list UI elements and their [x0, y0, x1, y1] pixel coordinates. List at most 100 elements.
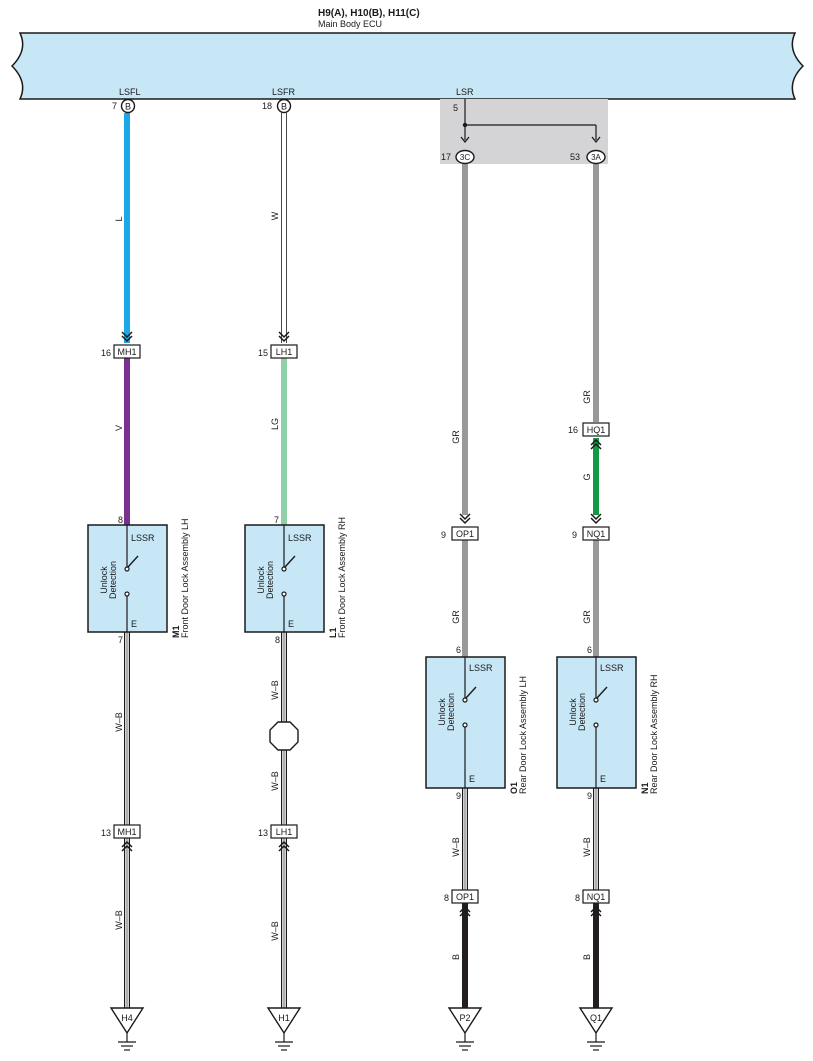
ground-h4: H4: [109, 1007, 145, 1051]
wire-label-b-c4: B: [582, 954, 592, 960]
junction-pin-3c: [455, 149, 475, 165]
ground-h1: H1: [266, 1007, 302, 1051]
ground-p2: P2: [447, 1007, 483, 1051]
ground-p2-label: P2: [459, 1013, 470, 1023]
ground-h1-label: H1: [278, 1013, 290, 1023]
mh1-top-label: MH1: [117, 347, 136, 357]
ecu-connectors-title: H9(A), H10(B), H11(C): [318, 8, 420, 19]
m1-switch-label-2: Detection: [108, 561, 118, 599]
nq1-low-label: NQ1: [587, 892, 606, 902]
junction-3c-label: 3C: [460, 153, 470, 162]
wire-label-wb-c1a: W–B: [114, 712, 124, 732]
o1-pin-bottom: 9: [456, 791, 461, 801]
m1-terminal-out: E: [131, 619, 137, 629]
wire-label-gr-c4a: GR: [582, 390, 592, 404]
connector-lh1-top: [270, 344, 298, 359]
terminal-lsfr-label: LSFR: [272, 87, 296, 97]
n1-terminal-out: E: [600, 774, 606, 784]
module-n1: 6 LSSR E 9 Unlock Detection N1 Rear Door…: [556, 645, 659, 801]
lsfr-pin-number: 18: [262, 101, 272, 111]
lh1-low-pin: 13: [258, 828, 268, 838]
wire-label-wb-c2c: W–B: [270, 921, 280, 941]
m1-pin-top: 8: [118, 515, 123, 525]
n1-switch-label-2: Detection: [577, 693, 587, 731]
m1-switch: [127, 555, 139, 568]
ecu-pin-lsfl: [120, 98, 136, 114]
mh1-low-label: MH1: [117, 827, 136, 837]
hq1-label: HQ1: [587, 425, 606, 435]
mh1-top-pin: 16: [101, 348, 111, 358]
wire-label-v: V: [114, 425, 124, 431]
o1-pin-top: 6: [456, 645, 461, 655]
ground-h4-label: H4: [121, 1013, 133, 1023]
m1-id: M1: [171, 625, 181, 638]
connector-hq1: [582, 422, 610, 437]
connector-op1-mid: [451, 526, 479, 541]
module-l1: 7 LSSR E 8 Unlock Detection L1 Front Doo…: [244, 515, 347, 645]
l1-pin-bottom: 8: [275, 635, 280, 645]
n1-switch-label-1: Unlock: [568, 698, 578, 726]
junction-3a-label: 3A: [591, 153, 601, 162]
connector-mh1-low: [113, 824, 141, 839]
lsfr-connector: B: [281, 102, 287, 112]
lh1-top-label: LH1: [276, 347, 293, 357]
n1-switch: [596, 686, 608, 699]
wire-label-lg: LG: [270, 418, 280, 430]
wire-label-wb-c2a: W–B: [270, 680, 280, 700]
terminal-lsr-label: LSR: [456, 87, 474, 97]
connector-op1-low: [451, 889, 479, 904]
n1-pin-bottom: 9: [587, 791, 592, 801]
junction-pin-53: 53: [570, 152, 580, 162]
wire-label-w: W: [270, 211, 280, 220]
hq1-pin: 16: [568, 425, 578, 435]
o1-switch: [465, 686, 477, 699]
junction-pin-3a: [586, 149, 606, 165]
ground-q1: Q1: [578, 1007, 614, 1051]
ground-q1-label: Q1: [590, 1013, 602, 1023]
op1-low-label: OP1: [456, 892, 474, 902]
terminal-lsfl-label: LSFL: [119, 87, 141, 97]
o1-terminal-out: E: [469, 774, 475, 784]
m1-switch-label-1: Unlock: [99, 566, 109, 594]
lh1-low-label: LH1: [276, 827, 293, 837]
splice-octagon: [269, 721, 299, 751]
wire-label-wb-c1b: W–B: [114, 910, 124, 930]
n1-pin-top: 6: [587, 645, 592, 655]
lh1-top-pin: 15: [258, 348, 268, 358]
wire-label-gr-c4b: GR: [582, 610, 592, 624]
lsr-pin-number: 5: [453, 103, 458, 113]
o1-switch-label-1: Unlock: [437, 698, 447, 726]
o1-name: Rear Door Lock Assembly LH: [518, 676, 528, 794]
m1-name: Front Door Lock Assembly LH: [180, 518, 190, 638]
l1-switch-label-1: Unlock: [256, 566, 266, 594]
connector-mh1-top: [113, 344, 141, 359]
wire-label-wb-c4: W–B: [582, 837, 592, 857]
connector-nq1-low: [582, 889, 610, 904]
m1-terminal-in: LSSR: [131, 533, 155, 543]
o1-switch-label-2: Detection: [446, 693, 456, 731]
wire-label-gr-c3b: GR: [451, 610, 461, 624]
op1-mid-label: OP1: [456, 529, 474, 539]
nq1-low-pin: 8: [575, 893, 580, 903]
l1-terminal-in: LSSR: [288, 533, 312, 543]
l1-terminal-out: E: [288, 619, 294, 629]
nq1-mid-label: NQ1: [587, 529, 606, 539]
wire-label-l: L: [114, 216, 124, 221]
junction-pin-17: 17: [441, 152, 451, 162]
o1-terminal-in: LSSR: [469, 663, 493, 673]
l1-pin-top: 7: [274, 515, 279, 525]
mh1-low-pin: 13: [101, 828, 111, 838]
module-o1: 6 LSSR E 9 Unlock Detection O1 Rear Door…: [425, 645, 528, 801]
wire-label-gr-c3a: GR: [451, 430, 461, 444]
l1-id: L1: [328, 627, 338, 638]
lsfl-connector: B: [125, 102, 131, 112]
op1-low-pin: 8: [444, 893, 449, 903]
n1-id: N1: [640, 782, 650, 794]
module-m1: 8 LSSR E 7 Unlock Detection M1 Front Doo…: [87, 515, 190, 645]
lsfl-pin-number: 7: [112, 101, 117, 111]
connector-nq1-mid: [582, 526, 610, 541]
nq1-mid-pin: 9: [572, 530, 577, 540]
n1-terminal-in: LSSR: [600, 663, 624, 673]
connector-lh1-low: [270, 824, 298, 839]
